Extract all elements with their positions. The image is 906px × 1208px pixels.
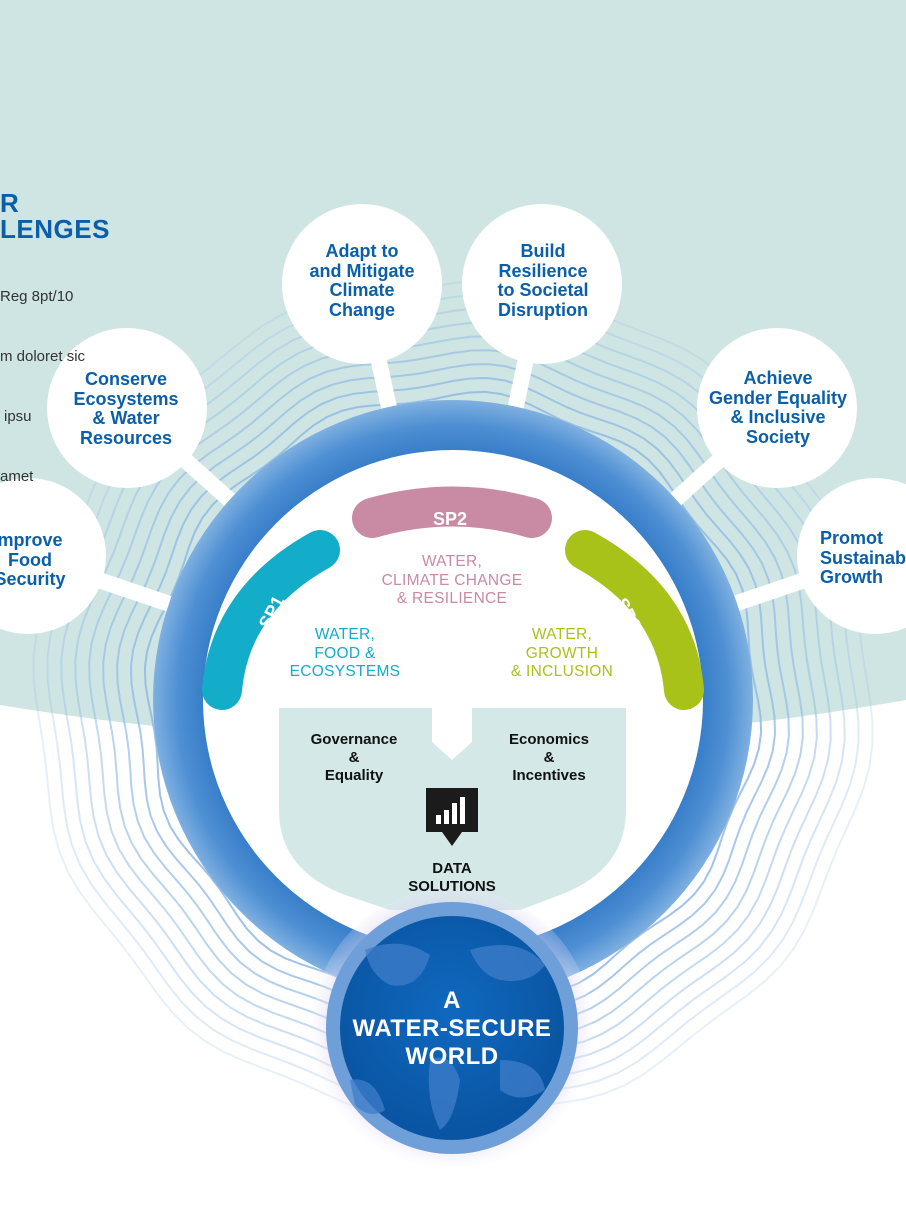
challenge-growth-label: Promot Sustainab Growth — [820, 528, 906, 587]
ripple-line — [74, 321, 832, 1079]
bar-chart-icon — [426, 788, 478, 846]
intro-body-line: amet — [0, 468, 34, 485]
sp2-title: WATER, CLIMATE CHANGE & RESILIENCE — [381, 553, 523, 607]
challenge-bubble — [282, 204, 442, 364]
ripple-line — [116, 363, 790, 1037]
challenge-ecosystems-label: Conserve Ecosystems & Water Resources — [73, 369, 179, 448]
intro-body-line: Reg 8pt/10 — [0, 288, 74, 305]
sp1-arc — [202, 530, 340, 710]
challenge-bubble — [47, 328, 207, 488]
goal-text: A WATER-SECURE WORLD — [352, 987, 552, 1070]
challenge-bubbles — [0, 204, 906, 634]
challenge-bubble — [462, 204, 622, 364]
ripple-line — [88, 335, 818, 1065]
sp2-arc — [352, 486, 552, 538]
challenge-gender-label: Achieve Gender Equality & Inclusive Soci… — [708, 368, 848, 447]
ripple-line — [60, 307, 846, 1093]
sp1-title: WATER, FOOD & ECOSYSTEMS — [289, 626, 401, 680]
ripple-line — [32, 279, 874, 1121]
intro-heading: R LENGES — [0, 190, 110, 242]
ripple-line — [129, 376, 777, 1024]
challenge-bubble — [697, 328, 857, 488]
challenge-bubble — [0, 478, 106, 634]
intro-body-line: m doloret sic — [0, 348, 86, 365]
globe-landmasses — [350, 943, 545, 1130]
intro-body: Reg 8pt/10 m doloret sic ipsu amet — [0, 247, 85, 527]
pillar-economics: Economics & Incentives — [508, 731, 590, 784]
sp3-arc — [565, 530, 704, 710]
challenge-food-label: mprove Food Security — [0, 530, 66, 589]
challenge-bubble — [797, 478, 906, 634]
ripple-line — [46, 293, 860, 1107]
ripple-line — [102, 349, 804, 1051]
challenge-resilience-label: Build Resilience to Societal Disruption — [497, 241, 589, 320]
ripple-halo — [32, 279, 874, 1121]
intro-heading-line: LENGES — [0, 214, 110, 244]
challenge-climate-label: Adapt to and Mitigate Climate Change — [309, 241, 415, 320]
pillar-governance: Governance & Equality — [310, 731, 398, 784]
sp3-title: WATER, GROWTH & INCLUSION — [510, 626, 614, 680]
intro-heading-line: R — [0, 188, 20, 218]
intro-body-line: ipsu — [4, 408, 32, 425]
pillar-data-solutions: DATA SOLUTIONS — [408, 860, 496, 895]
ripple-line — [143, 390, 763, 1010]
sp2-tab-label: SP2 — [433, 509, 468, 529]
